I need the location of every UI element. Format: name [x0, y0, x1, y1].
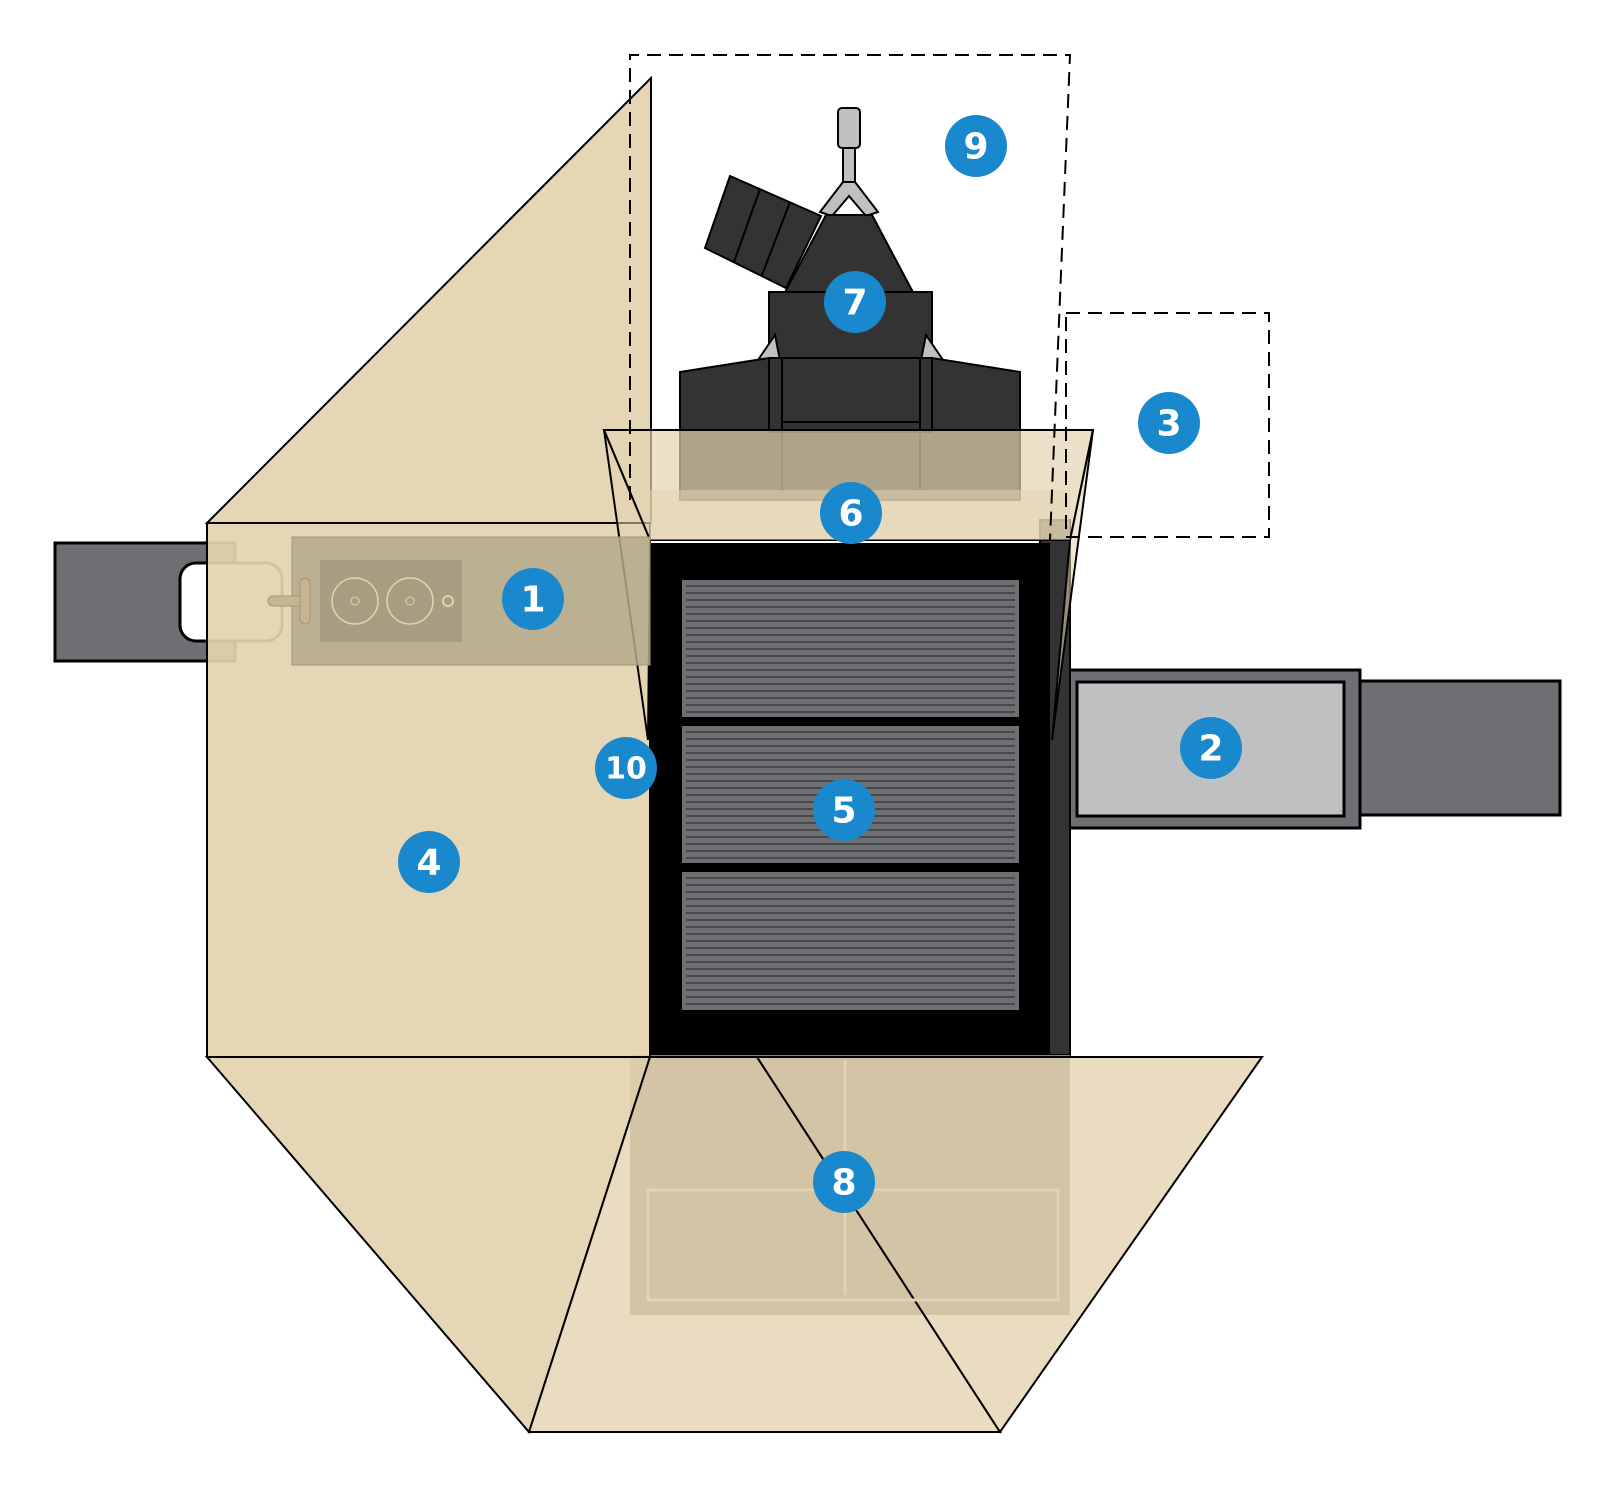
badge-circle: [502, 568, 564, 630]
bottom-right-triangle: [755, 1056, 1264, 1434]
badge-circle: [824, 271, 886, 333]
latch-post: [299, 577, 311, 625]
fin-line: [733, 188, 761, 263]
right-edge-seam: [1051, 429, 1094, 741]
badge-circle: [945, 115, 1007, 177]
badge-9: 9: [945, 115, 1007, 177]
speaker-left: [331, 577, 379, 625]
badge-5: 5: [813, 779, 875, 841]
speaker-left-center: [350, 596, 360, 606]
number-badges: 1 2 3 4 5 6 7 8 9 10: [398, 115, 1242, 1213]
dashed-region-top: [629, 54, 1072, 541]
right-arm: [1044, 668, 1562, 830]
antenna-fork: [818, 181, 880, 218]
badge-circle: [1138, 392, 1200, 454]
badge-10: 10: [595, 737, 657, 799]
badge-label: 1: [520, 580, 545, 621]
badge-circle: [813, 779, 875, 841]
badge-circle: [398, 831, 460, 893]
badge-label: 2: [1198, 729, 1223, 770]
badge-label: 6: [838, 494, 863, 535]
badge-3: 3: [1138, 392, 1200, 454]
antenna-stem: [842, 147, 856, 185]
badge-circle: [813, 1151, 875, 1213]
left-flap-top-triangle: [204, 75, 652, 524]
antenna-tip: [837, 107, 861, 149]
badge-circle: [1180, 717, 1242, 779]
badge-2: 2: [1180, 717, 1242, 779]
badge-8: 8: [813, 1151, 875, 1213]
badge-circle: [595, 737, 657, 799]
badge-label: 10: [605, 752, 647, 787]
badge-label: 5: [831, 791, 856, 832]
badge-4: 4: [398, 831, 460, 893]
fin-line: [761, 201, 791, 276]
right-outer-bar: [1358, 679, 1562, 817]
badge-6: 6: [820, 482, 882, 544]
dashed-regions: [629, 54, 1270, 541]
badge-circle: [820, 482, 882, 544]
badge-label: 7: [842, 283, 867, 324]
speaker-plate: [320, 560, 462, 642]
speaker-right: [386, 577, 434, 625]
neck-block: [768, 357, 933, 433]
indicator-dot: [442, 595, 454, 607]
badge-label: 3: [1156, 404, 1181, 445]
badge-label: 9: [963, 127, 988, 168]
badge-label: 4: [416, 843, 441, 884]
speaker-right-center: [405, 596, 415, 606]
badge-7: 7: [824, 271, 886, 333]
badge-1: 1: [502, 568, 564, 630]
badge-label: 8: [831, 1163, 856, 1204]
dashed-region-right: [1065, 312, 1270, 538]
